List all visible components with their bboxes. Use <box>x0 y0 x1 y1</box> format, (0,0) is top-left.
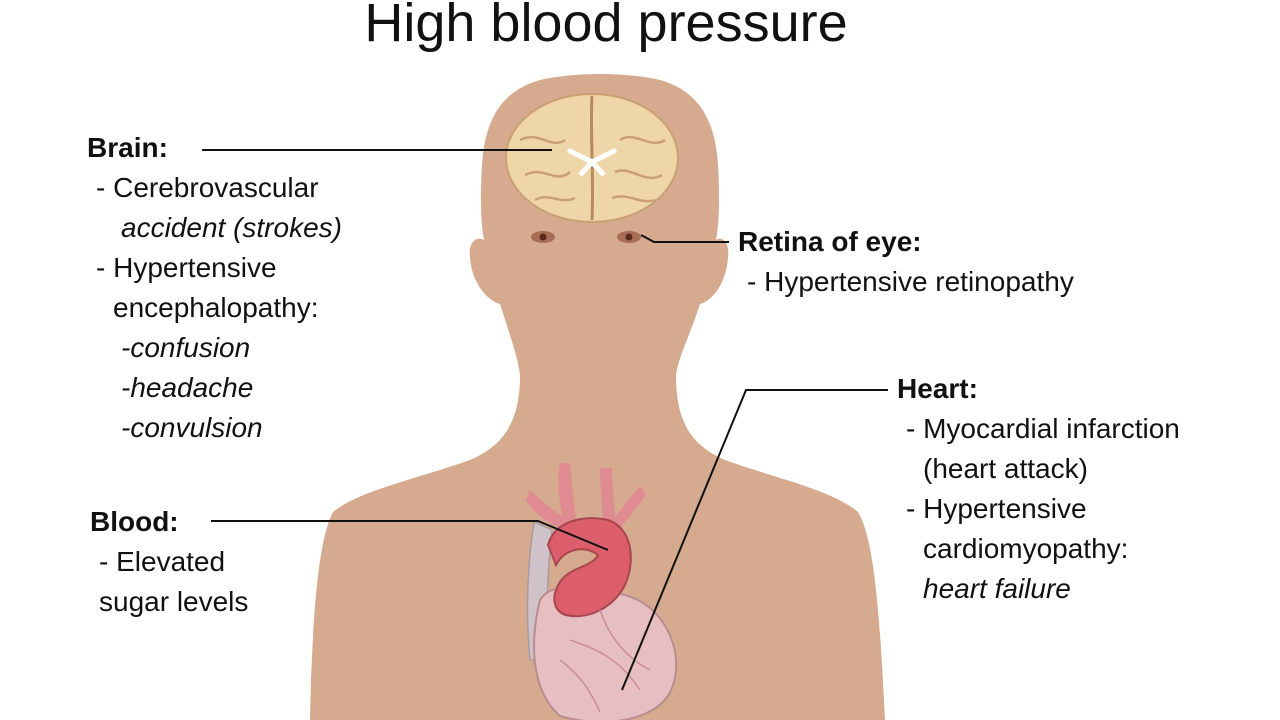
brain-line: - Cerebrovascular <box>96 172 319 203</box>
brain-line: encephalopathy: <box>113 292 319 323</box>
heart-heading: Heart: <box>897 373 978 404</box>
eyes-illustration <box>531 231 641 243</box>
brain-heading: Brain: <box>87 132 168 163</box>
heart-leader-line <box>621 389 888 691</box>
brain-line: - Hypertensive <box>96 252 277 283</box>
diagram-title: High blood pressure <box>364 0 848 53</box>
heart-line: cardiomyopathy: <box>923 533 1129 564</box>
blood-heading: Blood: <box>90 506 179 537</box>
leader-lines <box>202 149 888 691</box>
brain-illustration <box>505 93 679 223</box>
retina-line: - Hypertensive retinopathy <box>747 266 1074 297</box>
heart-illustration <box>526 463 678 720</box>
brain-line: -confusion <box>121 332 251 363</box>
heart-line: - Myocardial infarction <box>906 413 1180 444</box>
retina-heading: Retina of eye: <box>738 226 922 257</box>
brain-line: accident (strokes) <box>121 212 342 243</box>
retina-leader-line <box>640 234 729 243</box>
brain-line: -convulsion <box>121 412 263 443</box>
blood-line: - Elevated <box>99 546 226 577</box>
body-silhouette <box>310 74 885 720</box>
blood-line: sugar levels <box>99 586 249 617</box>
blood-leader-line <box>211 520 609 551</box>
heart-line: (heart attack) <box>923 453 1088 484</box>
heart-line: - Hypertensive <box>906 493 1087 524</box>
brain-line: -headache <box>121 372 254 403</box>
heart-line: heart failure <box>923 573 1071 604</box>
